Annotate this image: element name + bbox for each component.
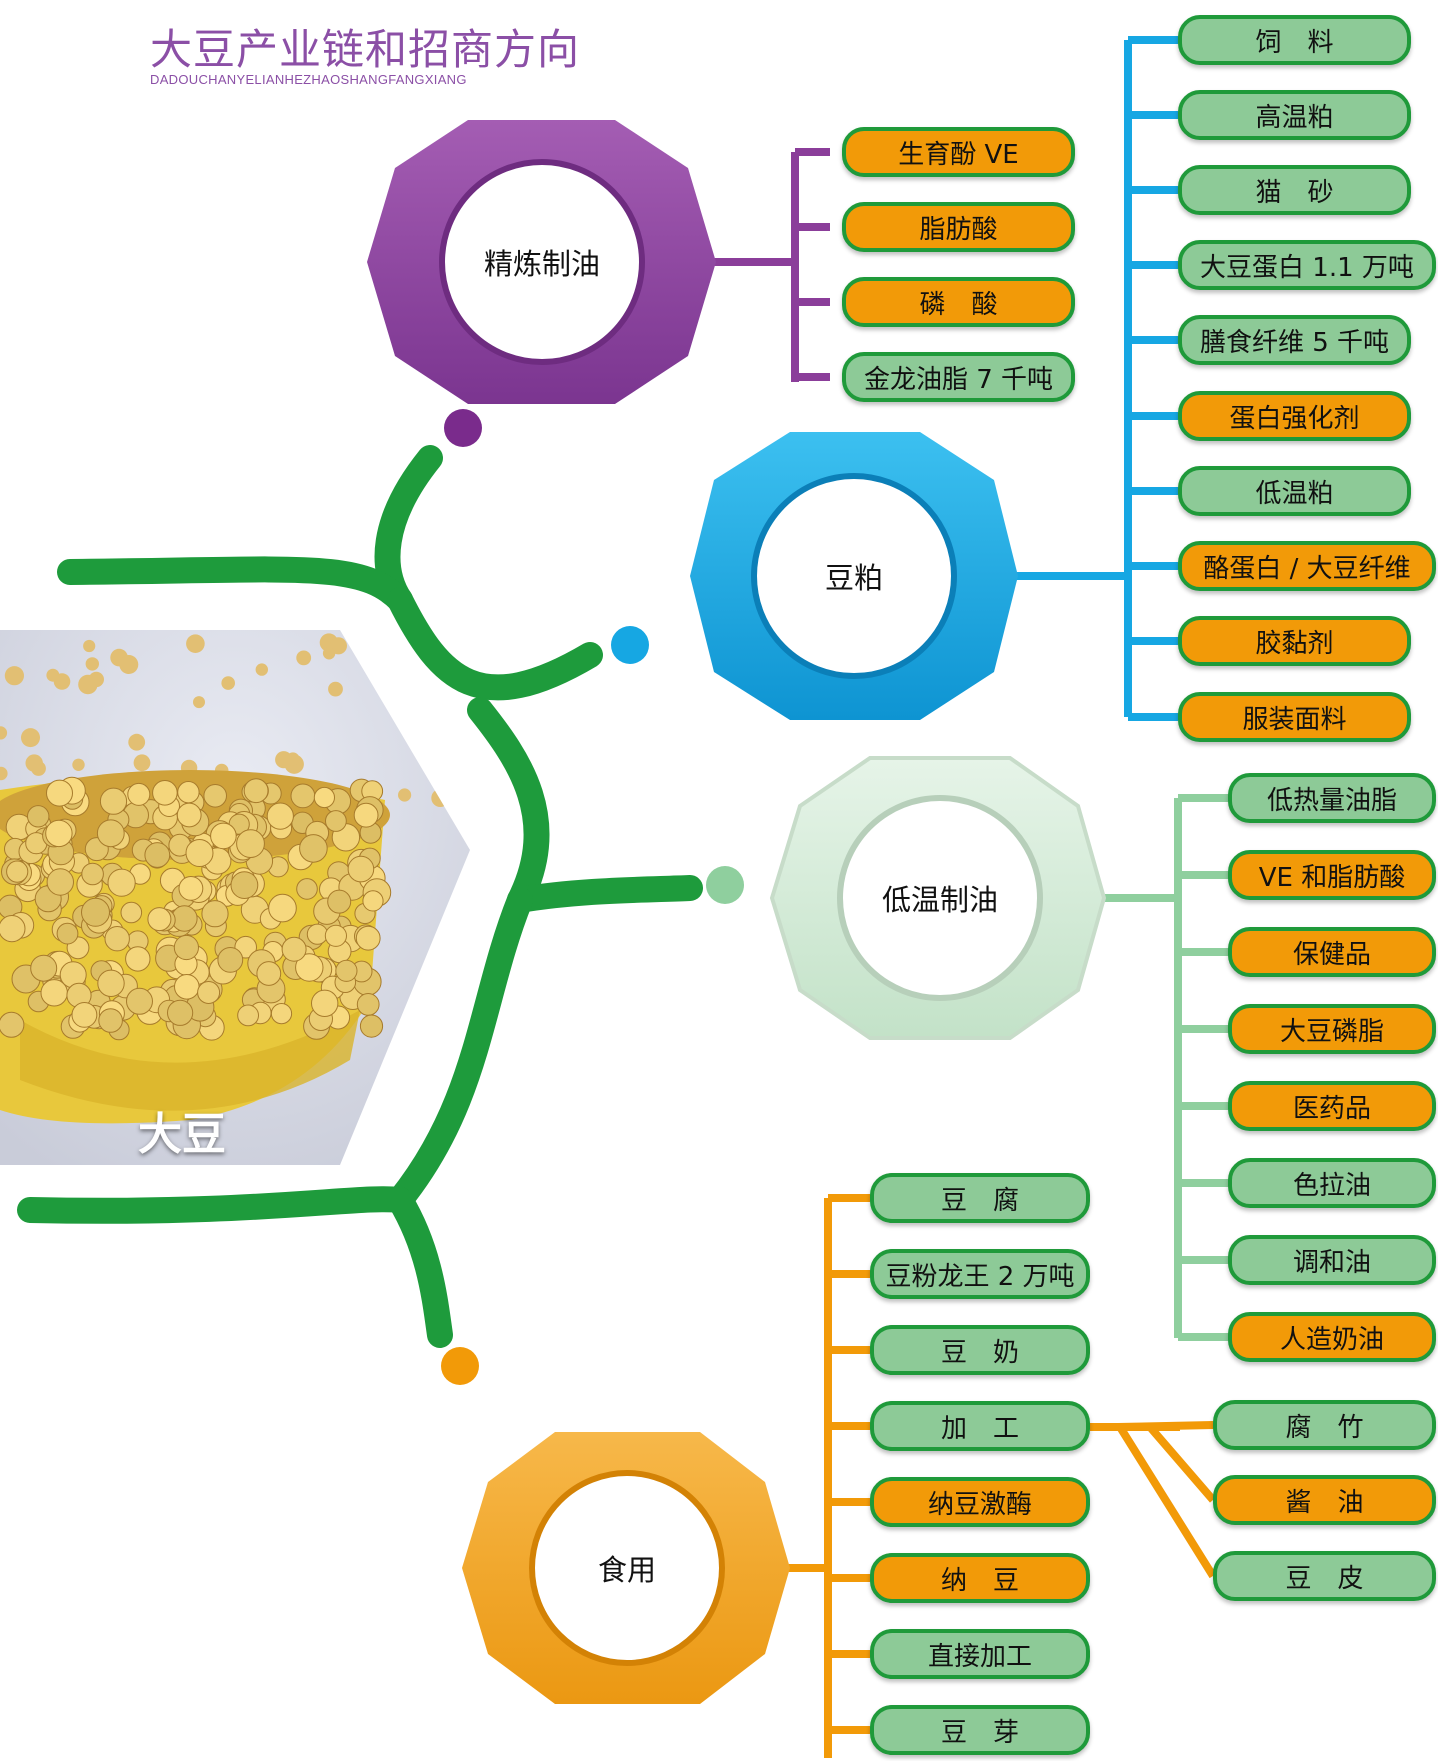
soy-meal-item: 胶黏剂 <box>1178 616 1411 666</box>
dot-refined-oil <box>444 409 482 447</box>
food-item: 加 工 <box>870 1401 1090 1451</box>
food-item: 直接加工 <box>870 1629 1090 1679</box>
processing-sub-item: 豆 皮 <box>1213 1551 1436 1601</box>
hub-label-food: 食用 <box>597 1553 657 1587</box>
dot-soy-meal <box>611 626 649 664</box>
soy-meal-item: 酪蛋白 / 大豆纤维 <box>1178 541 1436 591</box>
processing-sub-item: 腐 竹 <box>1213 1400 1436 1450</box>
page-subtitle: DADOUCHANYELIANHEZHAOSHANGFANGXIANG <box>150 72 467 87</box>
food-item: 豆 奶 <box>870 1325 1090 1375</box>
hub-label-low-temp-oil: 低温制油 <box>881 883 999 917</box>
soy-meal-item: 猫 砂 <box>1178 165 1411 215</box>
food-item: 豆 腐 <box>870 1173 1090 1223</box>
refined-oil-item: 脂肪酸 <box>842 202 1075 252</box>
low-temp-oil-item: 人造奶油 <box>1228 1312 1436 1362</box>
low-temp-oil-item: 低热量油脂 <box>1228 773 1436 823</box>
hub-label-soy-meal: 豆粕 <box>824 561 884 595</box>
refined-oil-item: 磷 酸 <box>842 277 1075 327</box>
soybean-photo <box>0 630 470 1165</box>
hub-food-shape <box>462 1432 790 1704</box>
soy-meal-item: 低温粕 <box>1178 466 1411 516</box>
soy-meal-item: 服装面料 <box>1178 692 1411 742</box>
food-item: 豆粉龙王 2 万吨 <box>870 1249 1090 1299</box>
hub-refined-oil-shape <box>367 120 716 404</box>
low-temp-oil-item: 大豆磷脂 <box>1228 1004 1436 1054</box>
soy-meal-item: 蛋白强化剂 <box>1178 391 1411 441</box>
hub-label-refined-oil: 精炼制油 <box>483 247 601 281</box>
page-title: 大豆产业链和招商方向 <box>150 25 581 74</box>
soy-meal-item: 饲 料 <box>1178 15 1411 65</box>
soy-meal-item: 大豆蛋白 1.1 万吨 <box>1178 240 1436 290</box>
hub-soy-meal-shape <box>690 432 1018 720</box>
refined-oil-item: 金龙油脂 7 千吨 <box>842 352 1075 402</box>
low-temp-oil-item: VE 和脂肪酸 <box>1228 850 1436 900</box>
low-temp-oil-item: 保健品 <box>1228 927 1436 977</box>
trunk-lines <box>17 445 703 1348</box>
low-temp-oil-item: 调和油 <box>1228 1235 1436 1285</box>
dot-food <box>441 1347 479 1385</box>
food-item: 纳豆激酶 <box>870 1477 1090 1527</box>
processing-sub-item: 酱 油 <box>1213 1475 1436 1525</box>
dot-low-temp-oil <box>706 866 744 904</box>
soy-meal-item: 膳食纤维 5 千吨 <box>1178 315 1411 365</box>
soy-meal-item: 高温粕 <box>1178 90 1411 140</box>
refined-oil-item: 生育酚 VE <box>842 127 1075 177</box>
food-item: 豆 芽 <box>870 1705 1090 1755</box>
low-temp-oil-item: 色拉油 <box>1228 1158 1436 1208</box>
hub-low-temp-oil-shape <box>769 756 1107 1040</box>
center-label: 大豆 <box>138 1109 226 1160</box>
food-item: 纳 豆 <box>870 1553 1090 1603</box>
low-temp-oil-item: 医药品 <box>1228 1081 1436 1131</box>
